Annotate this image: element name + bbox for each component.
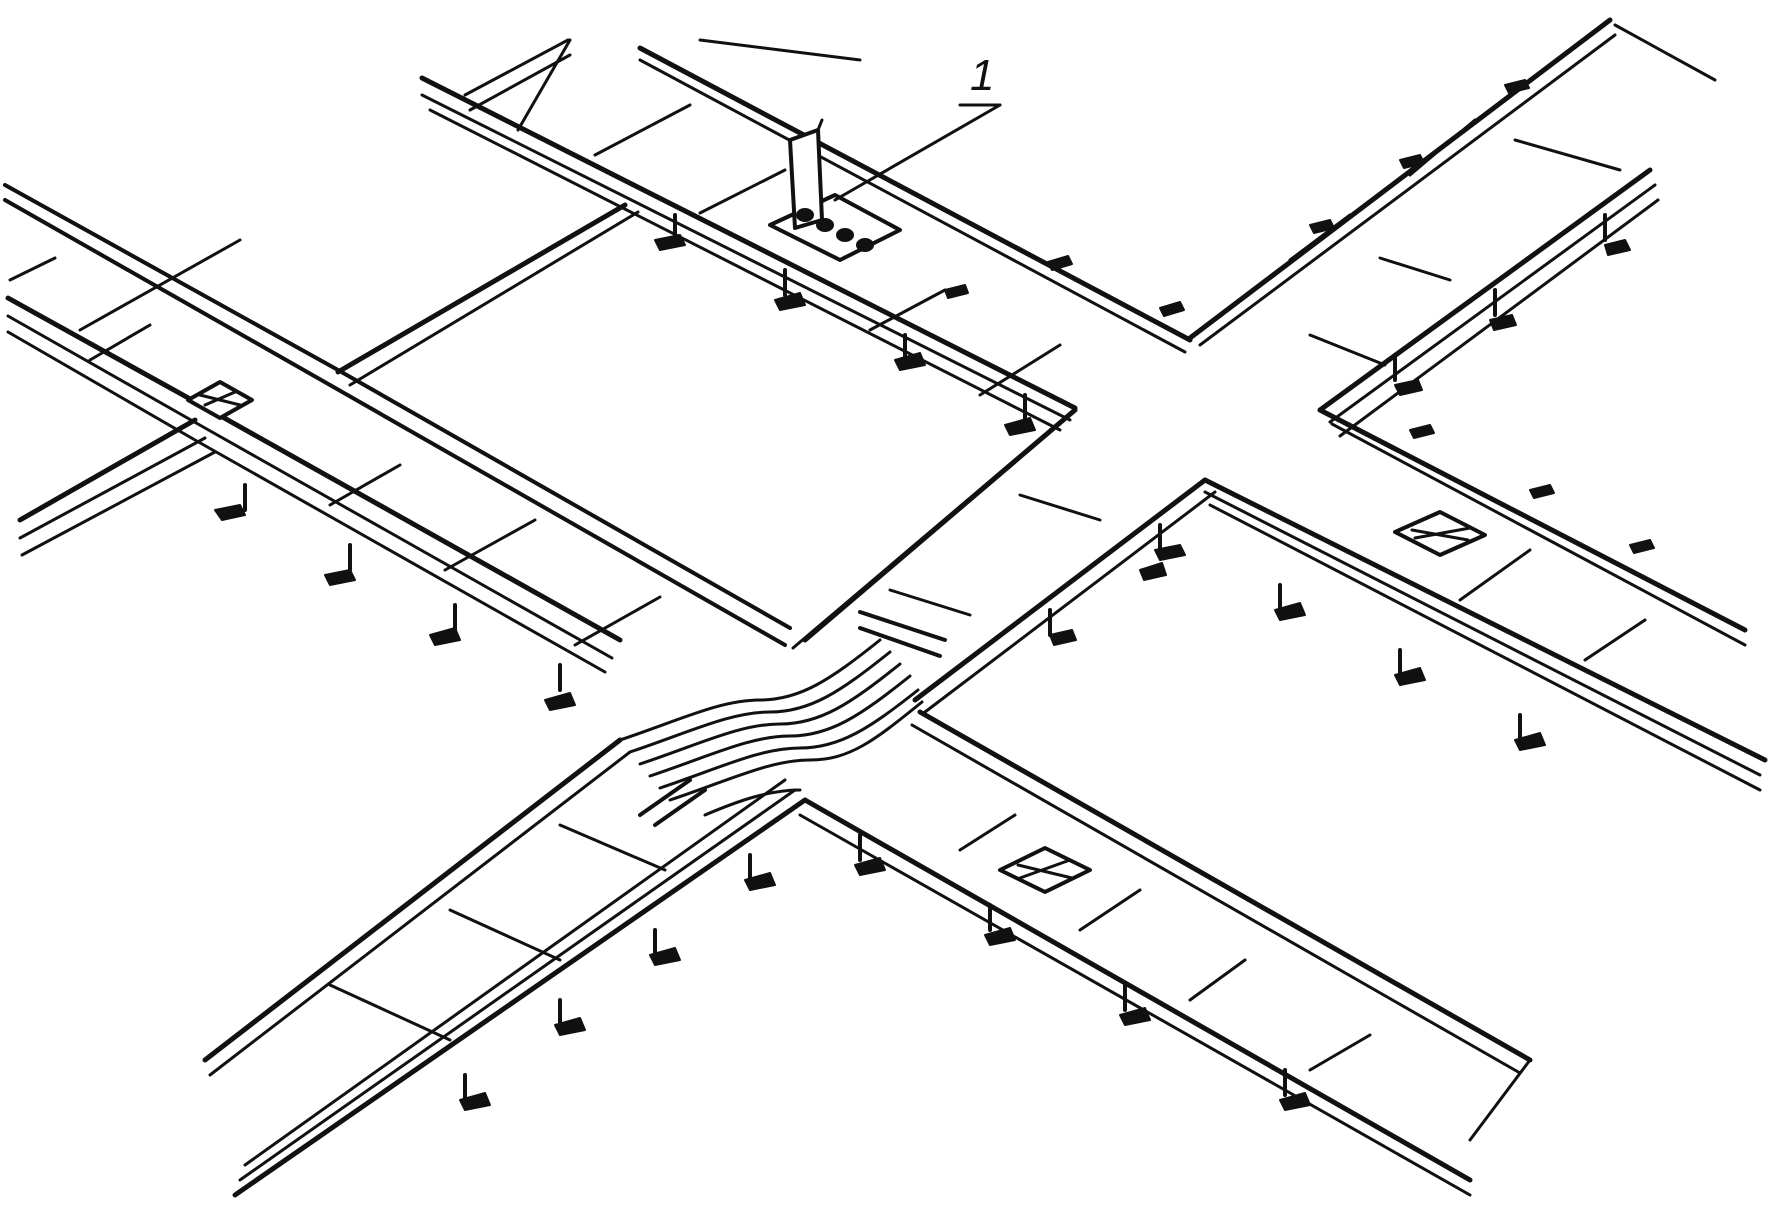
tray-run-south-west-inner — [232, 778, 808, 1198]
tray-run-south-east — [910, 709, 1533, 1142]
floor-outlet-box-west — [186, 380, 254, 420]
tray-upright-posts — [243, 213, 1607, 1102]
cable-bundle-crossing — [618, 610, 947, 827]
floor-outlet-box-south — [998, 846, 1092, 894]
tray-run-east-right-edge — [1317, 407, 1748, 647]
tray-run-east-upper — [1317, 167, 1660, 438]
tray-support-brackets — [214, 79, 1655, 1111]
tray-run-south-center — [798, 797, 1473, 1197]
tray-run-top-left — [419, 38, 1078, 432]
floor-outlet-box-east — [1393, 510, 1487, 557]
tray-run-top-center — [637, 38, 1193, 354]
callout-leader-line — [833, 103, 1002, 202]
tray-run-central-panel-east-edge — [791, 407, 1078, 650]
tray-stub-west — [8, 256, 57, 282]
tray-run-south-west-outer — [202, 737, 632, 1077]
callout-label: 1 — [970, 51, 994, 100]
tray-run-east-middle — [1202, 477, 1768, 792]
tray-branch-southwest — [17, 417, 217, 557]
floor-panel-seams — [78, 103, 1647, 1072]
tray-run-east-to-crossing — [912, 477, 1217, 714]
callout-1: 1 — [833, 51, 1002, 202]
tray-run-north-diagonal — [335, 202, 640, 387]
tray-run-top-right — [1187, 17, 1717, 347]
tray-run-west-upper — [3, 183, 792, 647]
service-outlet-assembly — [768, 118, 902, 262]
